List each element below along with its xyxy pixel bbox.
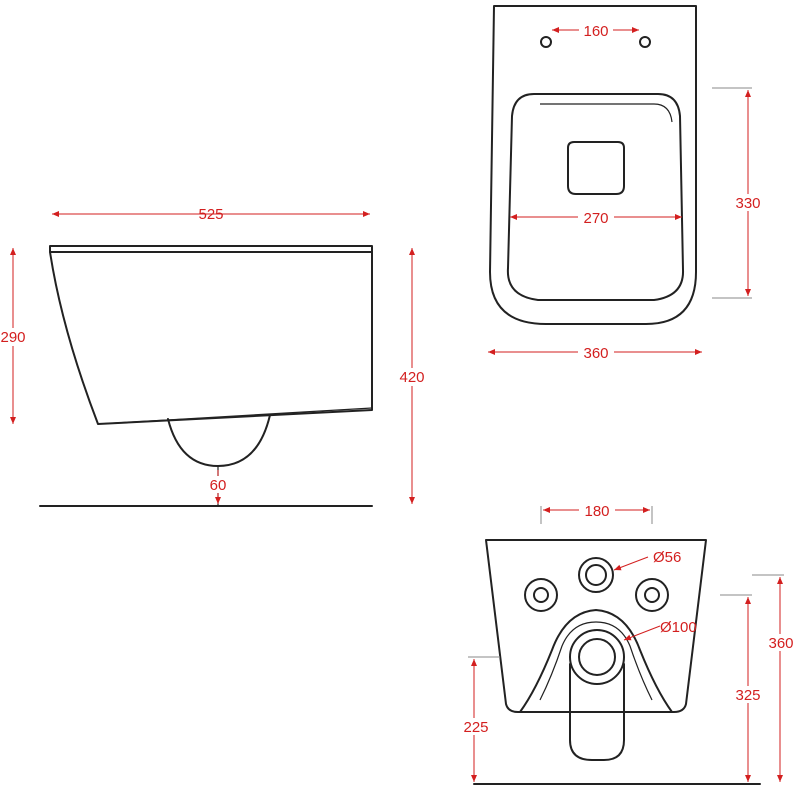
fixing-hole-right [639, 36, 651, 48]
back-fixing-hole-left-inner [533, 587, 549, 603]
back-holes-dimension-label: 180 [584, 503, 609, 520]
bowl-inner-line [540, 103, 673, 123]
waste-outlet-outer [569, 629, 625, 685]
bowl-width-dimension-label: 270 [583, 210, 608, 227]
outlet-diameter-label: Ø100 [660, 619, 697, 636]
top-outer-outline [489, 5, 697, 325]
bowl-opening-outline [506, 93, 685, 301]
length-dimension-label: 525 [198, 206, 223, 223]
inlet-diameter-label: Ø56 [653, 549, 681, 566]
back-overall-height-dimension-label: 360 [768, 635, 793, 652]
trapway-outline [519, 609, 673, 713]
seat-length-dimension-label: 330 [735, 195, 760, 212]
inlet-diameter-leader [613, 556, 649, 571]
fixing-hole-left [540, 36, 552, 48]
waste-outlet-inner [578, 638, 616, 676]
bowl-base-line [97, 407, 373, 425]
back-outlet-height-dimension-label: 225 [463, 719, 488, 736]
bowl-height-dimension-label: 290 [0, 329, 25, 346]
rim-outline [49, 245, 373, 253]
top-width-dimension-label: 360 [583, 345, 608, 362]
back-view: 180 Ø56 Ø100 225 325 360 [459, 502, 798, 785]
trap-outline [167, 414, 271, 467]
outlet-height-dimension-label: 60 [210, 477, 227, 494]
back-holes-height-dimension-label: 325 [735, 687, 760, 704]
water-inlet-inner [585, 564, 607, 586]
back-fixing-hole-right-outer [635, 578, 669, 612]
back-fixing-hole-right-inner [644, 587, 660, 603]
outlet-pipe-outline [569, 663, 625, 761]
drain-opening [567, 141, 625, 195]
back-fixing-hole-left-outer [524, 578, 558, 612]
top-holes-dimension-label: 160 [583, 23, 608, 40]
water-inlet-outer [578, 557, 614, 593]
back-outer-outline [485, 539, 707, 713]
total-height-dimension-label: 420 [399, 369, 424, 386]
trapway-inner-line [539, 621, 653, 701]
bowl-body-outline [49, 251, 373, 425]
top-view: 160 270 330 360 [488, 5, 765, 362]
outlet-diameter-leader [623, 625, 661, 641]
side-view: 525 290 420 60 [0, 206, 428, 507]
